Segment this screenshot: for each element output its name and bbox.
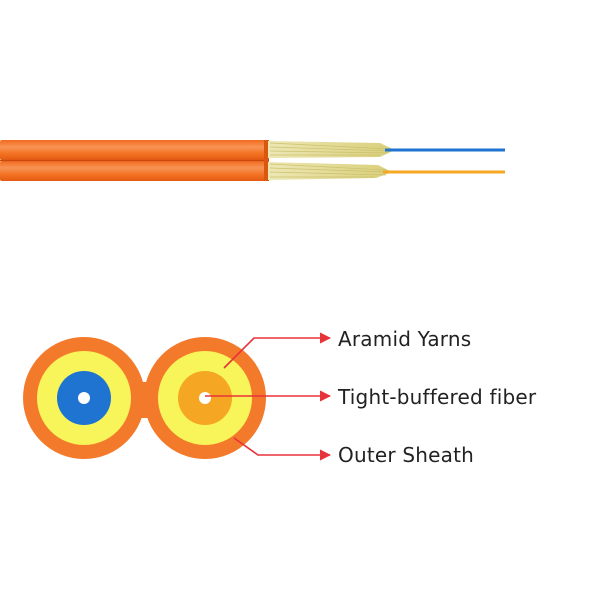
callout-arrows — [205, 332, 332, 461]
aramid-leader — [223, 332, 332, 369]
bottom-sub-cable — [0, 161, 268, 181]
cable-cross-section — [23, 337, 266, 459]
left-fiber-core — [78, 392, 90, 404]
cable-side-view — [0, 140, 505, 181]
label-outer-sheath: Outer Sheath — [338, 443, 474, 467]
top-sub-cable — [0, 140, 268, 160]
aramid-yarn-strands — [268, 141, 395, 180]
sheath-leader — [233, 437, 332, 461]
cable-cut-end — [264, 140, 269, 181]
right-fiber-core — [199, 392, 211, 404]
label-aramid-yarns: Aramid Yarns — [338, 327, 472, 351]
web-fill — [130, 385, 150, 415]
label-tight-buffered-fiber: Tight-buffered fiber — [338, 385, 537, 409]
